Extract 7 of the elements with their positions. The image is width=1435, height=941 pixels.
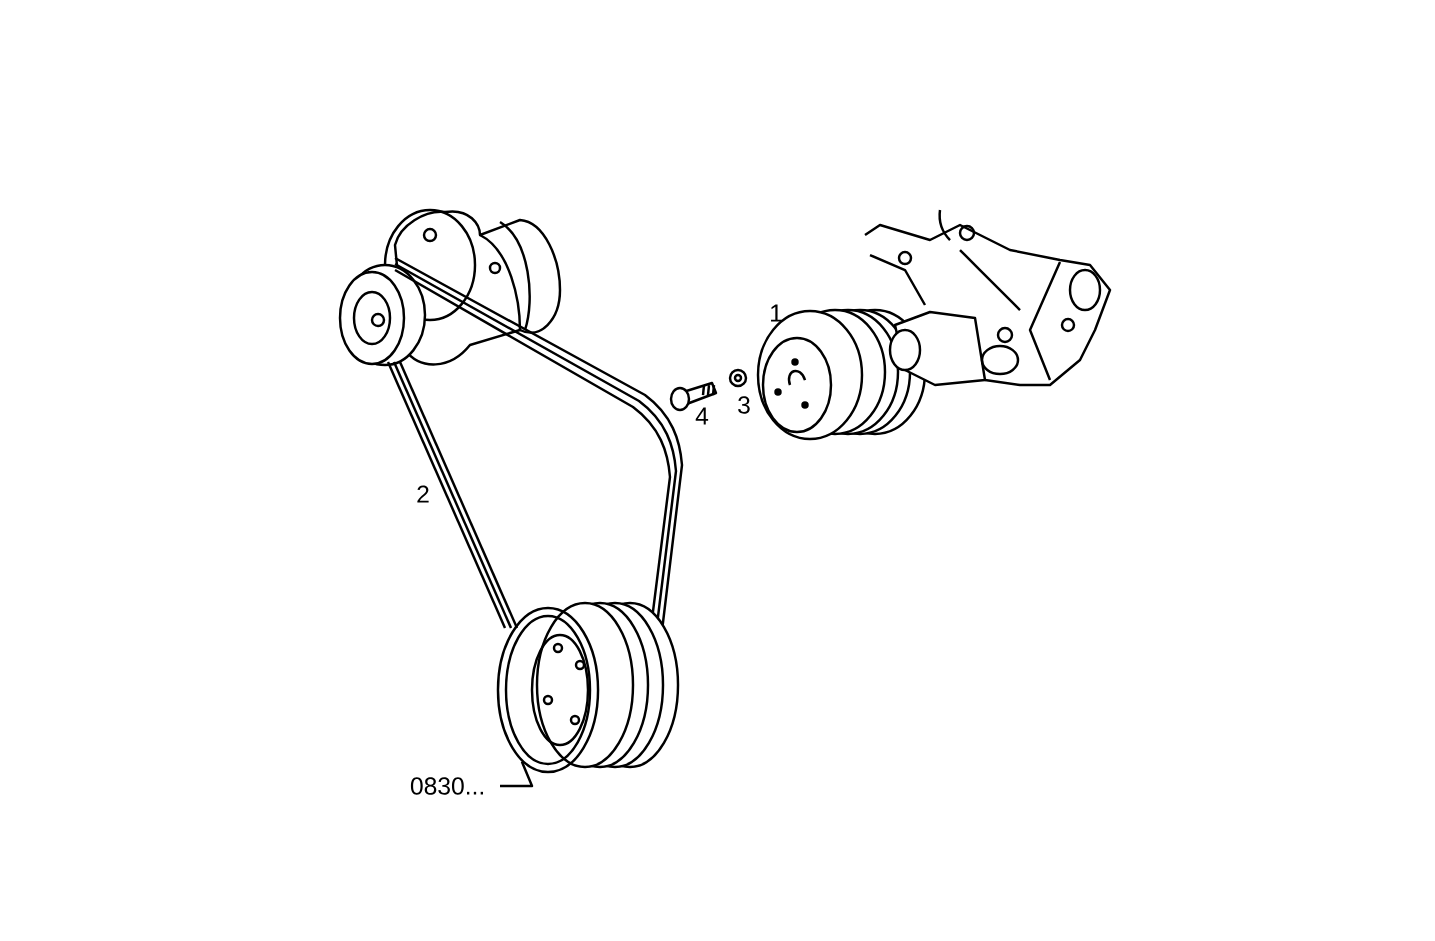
crank-pulley-drawing <box>496 606 600 774</box>
callout-number: 4 <box>695 407 709 425</box>
callout-number: 1 <box>771 304 782 322</box>
leader-line <box>500 761 534 788</box>
part-number: 0830... <box>410 777 483 795</box>
callout-number: 3 <box>738 396 750 414</box>
callout-number: 2 <box>417 485 429 503</box>
